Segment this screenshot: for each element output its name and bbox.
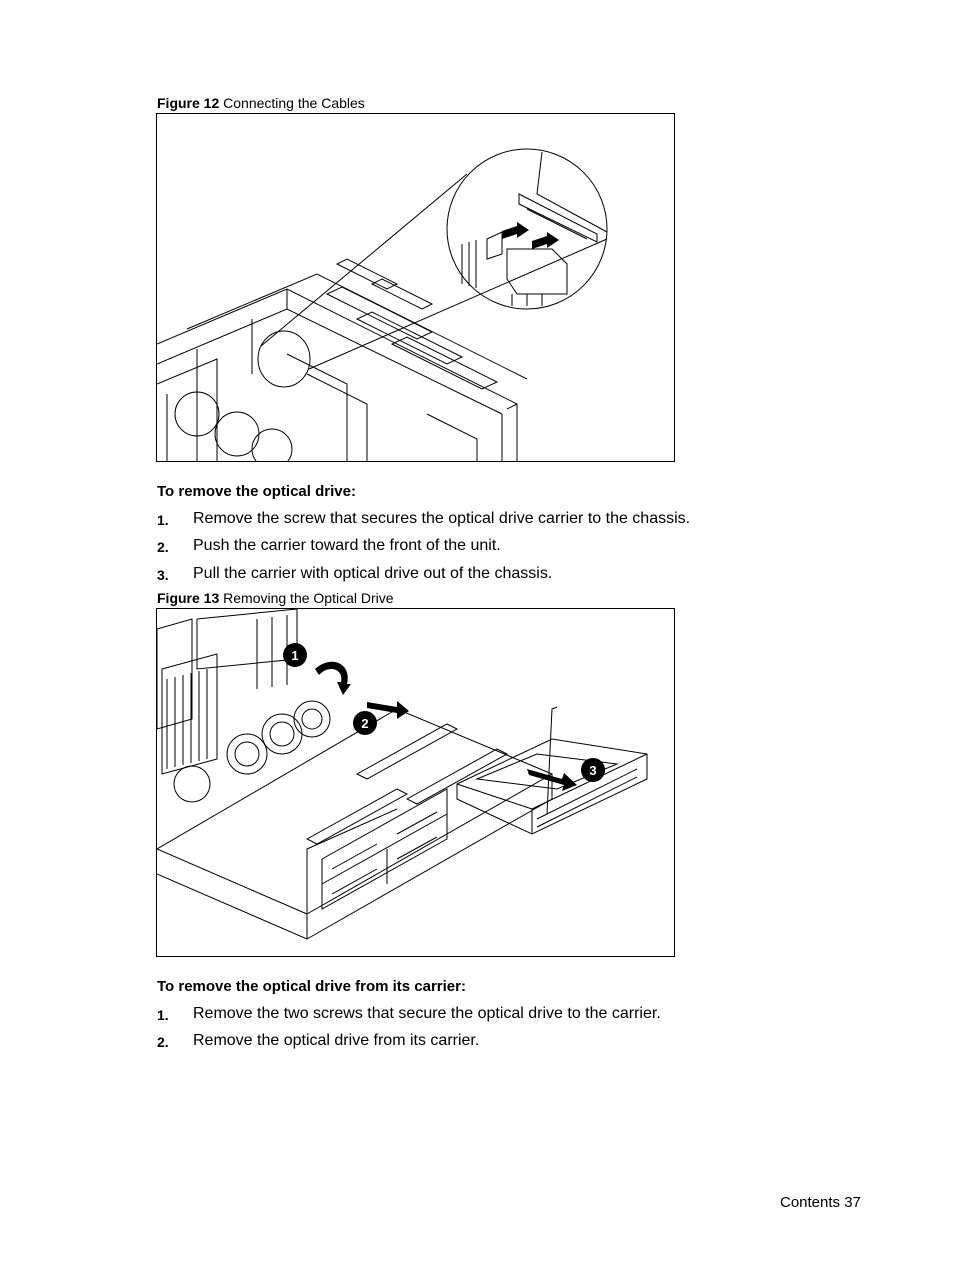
step-text: Remove the screw that secures the optica… <box>193 510 691 527</box>
figure-13-title: Removing the Optical Drive <box>223 590 394 606</box>
cable-connection-drawing <box>157 148 608 461</box>
section-heading-remove-drive-from-carrier: To remove the optical drive from its car… <box>157 978 466 995</box>
step-number: 2. <box>157 539 169 555</box>
svg-text:3: 3 <box>589 763 596 778</box>
step-number: 2. <box>157 1034 169 1050</box>
step-text: Remove the two screws that secure the op… <box>193 1005 661 1022</box>
step-number: 1. <box>157 512 169 528</box>
callout-1: 1 <box>283 643 307 667</box>
step-number: 1. <box>157 1007 169 1023</box>
figure-12-caption: Figure 12 Connecting the Cables <box>157 95 365 111</box>
callout-2: 2 <box>353 711 377 735</box>
step-text: Pull the carrier with optical drive out … <box>193 565 553 582</box>
optical-drive-removal-drawing: 1 2 3 <box>157 609 648 940</box>
svg-text:1: 1 <box>291 648 298 663</box>
step-text: Remove the optical drive from its carrie… <box>193 1032 480 1049</box>
figure-12-title: Connecting the Cables <box>223 95 365 111</box>
figure-12-label: Figure 12 <box>157 95 220 111</box>
svg-text:2: 2 <box>361 716 368 731</box>
step-number: 3. <box>157 567 169 583</box>
figure-13-label: Figure 13 <box>157 590 220 606</box>
section-heading-remove-optical-drive: To remove the optical drive: <box>157 483 356 500</box>
figure-13-illustration: 1 2 3 <box>156 608 675 957</box>
page-footer: Contents 37 <box>780 1194 861 1211</box>
figure-13-caption: Figure 13 Removing the Optical Drive <box>157 590 394 606</box>
step-text: Push the carrier toward the front of the… <box>193 537 501 554</box>
figure-12-illustration <box>156 113 675 462</box>
callout-3: 3 <box>581 758 605 782</box>
